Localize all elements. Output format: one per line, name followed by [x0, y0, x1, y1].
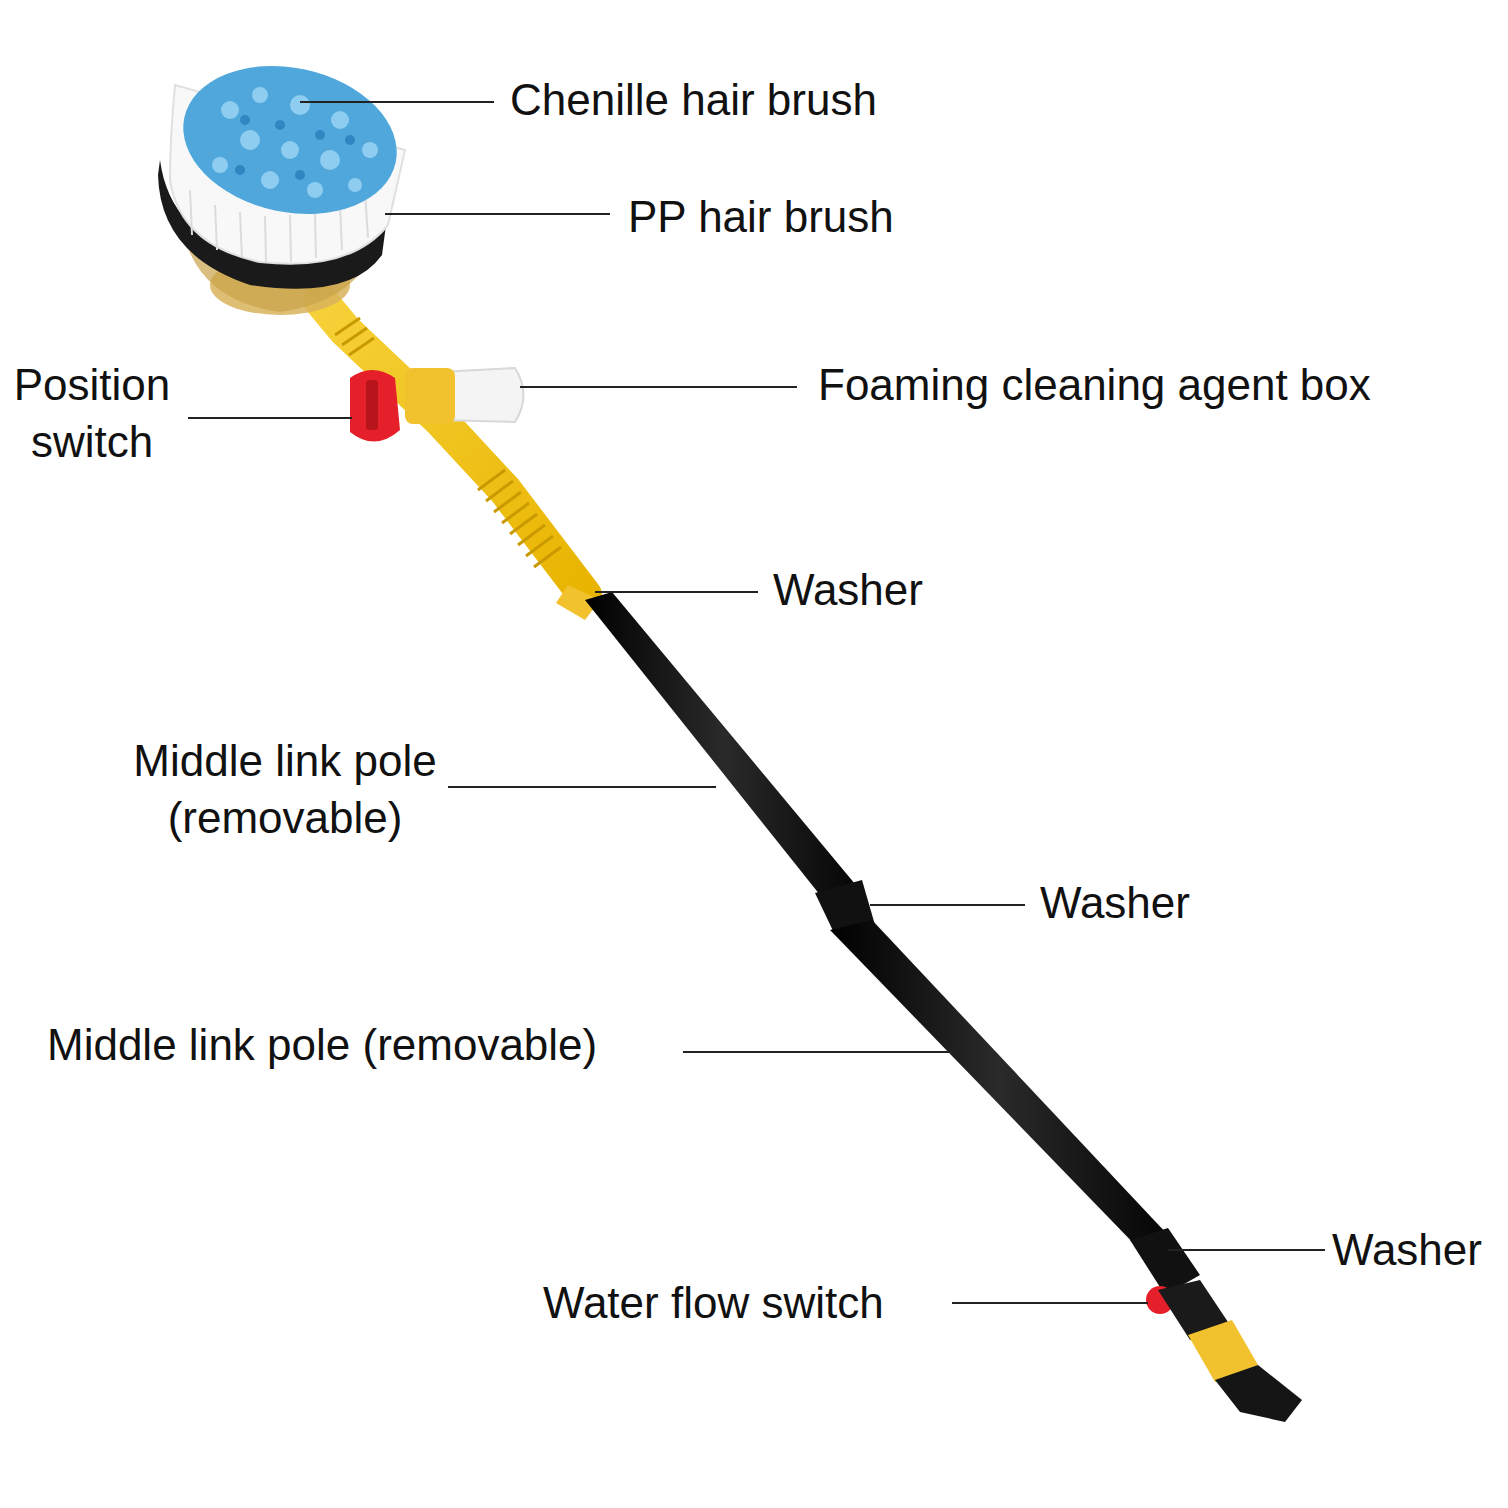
part-label: Washer [1040, 874, 1190, 931]
hose-nut [1215, 1365, 1302, 1422]
part-label: PP hair brush [628, 188, 894, 245]
part-label: Washer [773, 561, 923, 618]
chenille-top [169, 47, 410, 233]
chenille-shade [235, 115, 355, 180]
leader-lines [188, 102, 1325, 1303]
part-label: Middle link pole (removable) [105, 732, 465, 846]
yellow-neck [320, 300, 585, 595]
lower-pole [830, 920, 1168, 1250]
part-label: Water flow switch [543, 1274, 884, 1331]
part-label: Chenille hair brush [510, 71, 877, 128]
position-switch-knob [350, 370, 400, 442]
upper-pole [585, 592, 860, 905]
part-label: Foaming cleaning agent box [818, 356, 1371, 413]
part-label: Middle link pole (removable) [47, 1016, 597, 1073]
part-label: Position switch [2, 356, 182, 470]
neck-ribs [335, 318, 561, 567]
tee-joint [405, 368, 455, 424]
part-label: Washer [1332, 1221, 1482, 1278]
chenille-texture [212, 87, 378, 198]
